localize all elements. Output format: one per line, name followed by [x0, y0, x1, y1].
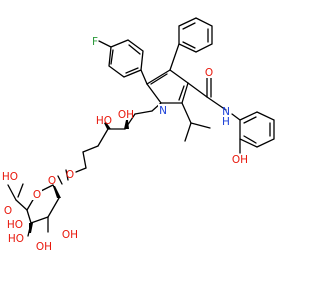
fluorophenyl-ring: [98, 39, 144, 78]
acid-carbonyl-oxygen-label: O: [4, 205, 12, 217]
molecule-structure: F N O N H OH OH HO O O O HO O HO HO OH O…: [2, 17, 275, 253]
atom-labels: F N O N H OH OH HO O O O HO O HO HO OH O…: [2, 36, 248, 253]
pyrrole-ring: [140, 43, 189, 104]
sugar-hydroxyl-right-label: OH: [62, 229, 78, 241]
side-chain: [57, 102, 162, 185]
hydroxyphenyl-ring: [231, 111, 275, 154]
phenyl-ring: [178, 17, 213, 53]
sugar-hydroxyl-bottom-left-label: HO: [8, 233, 24, 245]
sugar-hydroxyl-bottom-label: OH: [36, 241, 52, 253]
amide-nitrogen-label: N: [222, 106, 230, 118]
isopropyl-group: [181, 102, 211, 142]
amide-oxygen-label: O: [205, 67, 213, 79]
pyrrole-nitrogen-label: N: [159, 105, 167, 117]
ester-carbonyl-oxygen-label: O: [66, 169, 74, 181]
amide-group: [187, 76, 227, 111]
amide-hydrogen-label: H: [222, 116, 230, 128]
ring-oxygen-label: O: [33, 189, 41, 201]
sugar-hydroxyl-left-label: HO: [7, 219, 23, 231]
acid-hydroxyl-label: HO: [2, 171, 18, 183]
hydroxyl-lower-label: HO: [96, 115, 112, 127]
glucuronide-ring: [7, 183, 61, 237]
fluorine-label: F: [92, 36, 98, 48]
phenol-hydroxyl-label: OH: [232, 154, 248, 166]
ester-oxygen-label: O: [48, 175, 56, 187]
hydroxyl-upper-label: OH: [118, 109, 134, 121]
